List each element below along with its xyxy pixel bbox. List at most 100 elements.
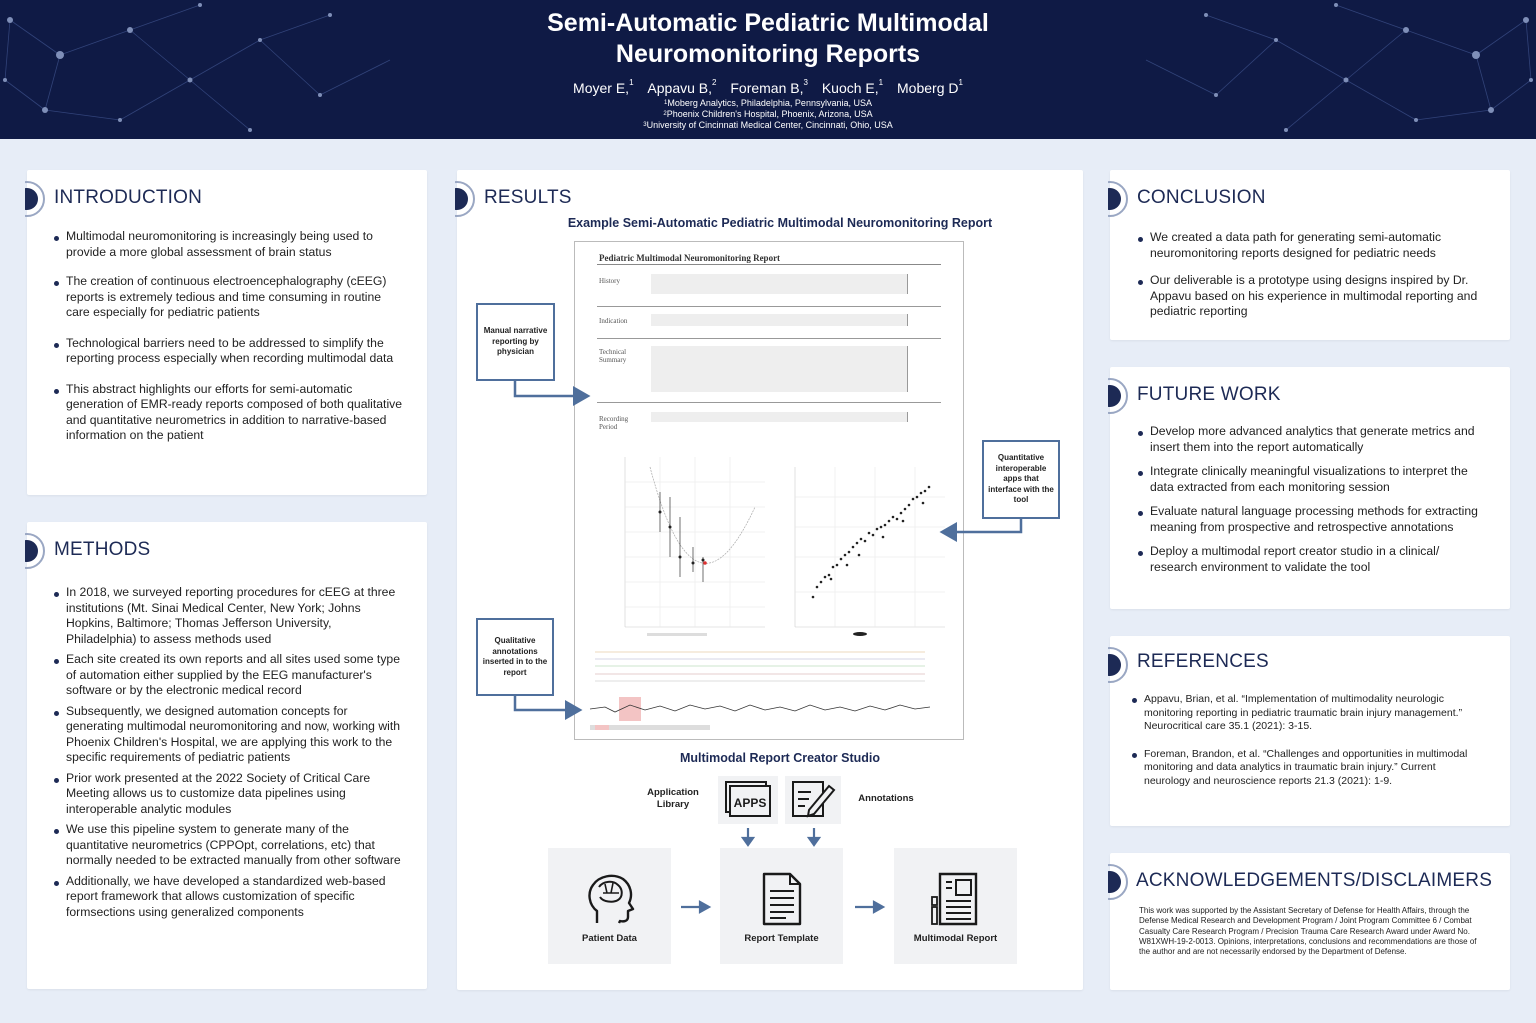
network-decoration-right <box>1145 3 1533 132</box>
methods-panel: METHODS In 2018, we surveyed reporting p… <box>25 522 427 989</box>
affiliation: 2Phoenix Children's Hospital, Phoenix, A… <box>663 109 873 119</box>
section-marker-icon <box>25 181 45 217</box>
section-title: INTRODUCTION <box>54 187 203 208</box>
report-row-label: Technical Summary <box>599 348 627 364</box>
document-icon <box>762 872 802 926</box>
bullet-list: In 2018, we surveyed reporting procedure… <box>54 585 404 920</box>
patient-data-label: Patient Data <box>582 933 637 944</box>
report-divider <box>597 338 941 339</box>
report-text-box <box>651 412 908 422</box>
introduction-panel: INTRODUCTION Multimodal neuromonitoring … <box>25 170 427 495</box>
author: Appavu B,2 <box>647 78 717 96</box>
section-title: RESULTS <box>484 187 572 208</box>
list-item: We use this pipeline system to generate … <box>54 822 404 869</box>
section-marker-icon <box>1108 864 1128 900</box>
report-title: Pediatric Multimodal Neuromonitoring Rep… <box>599 253 781 263</box>
future-work-panel: FUTURE WORK Develop more advanced analyt… <box>1108 367 1510 609</box>
list-item: We created a data path for generating se… <box>1138 230 1483 261</box>
reference-item: Appavu, Brian, et al. “Implementation of… <box>1132 693 1482 734</box>
acknowledgements-text: This work was supported by the Assistant… <box>1139 906 1477 957</box>
report-text-box <box>651 346 908 392</box>
report-text-box <box>651 274 908 294</box>
right-correlation-chart <box>794 467 945 636</box>
network-decoration-left <box>3 3 391 132</box>
report-divider <box>597 306 941 307</box>
section-marker-icon <box>25 533 45 569</box>
list-item: Evaluate natural language processing met… <box>1138 504 1483 535</box>
bullet-list: Develop more advanced analytics that gen… <box>1138 424 1483 575</box>
report-preview: Pediatric Multimodal Neuromonitoring Rep… <box>574 241 964 740</box>
title-line-1: Semi-Automatic Pediatric Multimodal <box>547 9 989 37</box>
author: Moyer E,1 <box>573 78 634 96</box>
author: Kuoch E,1 <box>821 78 884 96</box>
results-subtitle: Example Semi-Automatic Pediatric Multimo… <box>567 216 993 230</box>
bullet-list: We created a data path for generating se… <box>1138 230 1483 320</box>
list-item: Technological barriers need to be addres… <box>54 336 404 367</box>
section-marker-icon <box>455 181 475 217</box>
section-marker-icon <box>1108 378 1128 414</box>
report-template-label: Report Template <box>744 933 819 944</box>
list-item: Integrate clinically meaningful visualiz… <box>1138 464 1483 495</box>
section-title: ACKNOWLEDGEMENTS/DISCLAIMERS <box>1136 870 1493 891</box>
annotation-pen-icon <box>792 781 836 818</box>
section-marker-icon <box>1108 181 1128 217</box>
manual-callout-arrow <box>513 381 591 406</box>
report-charts-preview <box>589 457 945 730</box>
acknowledgements-panel: ACKNOWLEDGEMENTS/DISCLAIMERS This work w… <box>1108 853 1510 990</box>
author: Moberg D1 <box>897 78 963 96</box>
patient-data-tile: Patient Data <box>548 848 671 964</box>
references-panel: REFERENCES Appavu, Brian, et al. “Implem… <box>1108 636 1510 826</box>
list-item: Prior work presented at the 2022 Society… <box>54 771 404 818</box>
author-list: Moyer E,1 Appavu B,2 Foreman B,3 Kuoch E… <box>0 78 1536 96</box>
quantitative-callout-arrow <box>939 519 1023 542</box>
multimodal-report-label: Multimodal Report <box>913 933 998 944</box>
list-item: Each site created its own reports and al… <box>54 652 404 699</box>
list-item: Develop more advanced analytics that gen… <box>1138 424 1483 455</box>
studio-title: Multimodal Report Creator Studio <box>680 751 880 765</box>
report-template-tile: Report Template <box>720 848 843 964</box>
list-item: Subsequently, we designed automation con… <box>54 704 404 766</box>
multimodal-report-tile: Multimodal Report <box>894 848 1017 964</box>
report-text-box <box>651 314 908 326</box>
report-divider <box>597 402 941 403</box>
list-item: Our deliverable is a prototype using des… <box>1138 273 1483 320</box>
report-row-label: History <box>599 277 620 285</box>
qualitative-annotations-callout: Qualitative annotations inserted in to t… <box>476 618 554 696</box>
conclusion-panel: CONCLUSION We created a data path for ge… <box>1108 170 1510 340</box>
apps-icon-text: APPS <box>734 796 767 810</box>
list-item: This abstract highlights our efforts for… <box>54 382 404 444</box>
reference-list: Appavu, Brian, et al. “Implementation of… <box>1132 693 1482 802</box>
annotations-label: Annotations <box>858 793 914 804</box>
manual-narrative-callout: Manual narrative reporting by physician <box>476 303 555 381</box>
report-row-label: Recording Period <box>599 415 629 431</box>
author: Foreman B,3 <box>730 78 808 96</box>
list-item: Multimodal neuromonitoring is increasing… <box>54 229 404 260</box>
affiliations: 1Moberg Analytics, Philadelphia, Pennsyl… <box>0 98 1536 131</box>
section-title: METHODS <box>54 539 151 560</box>
poster-title: Semi-Automatic Pediatric Multimodal Neur… <box>0 8 1536 70</box>
bullet-list: Multimodal neuromonitoring is increasing… <box>54 229 404 444</box>
affiliation: 1Moberg Analytics, Philadelphia, Pennsyl… <box>664 98 872 108</box>
affiliation: 3University of Cincinnati Medical Center… <box>643 120 893 130</box>
apps-icon: APPS <box>725 781 771 817</box>
poster-header: Semi-Automatic Pediatric Multimodal Neur… <box>0 0 1536 139</box>
title-line-2: Neuromonitoring Reports <box>615 40 921 68</box>
annotation-timeline <box>595 651 925 682</box>
list-item: In 2018, we surveyed reporting procedure… <box>54 585 404 647</box>
section-title: REFERENCES <box>1137 651 1269 672</box>
quantitative-apps-callout: Quantitative interoperable apps that int… <box>982 440 1060 519</box>
reference-item: Foreman, Brandon, et al. “Challenges and… <box>1132 748 1482 789</box>
report-chart-icon <box>931 872 978 926</box>
list-item: Additionally, we have developed a standa… <box>54 874 404 921</box>
app-library-label: Application Library <box>647 787 699 810</box>
qualitative-callout-arrow <box>513 696 583 720</box>
left-scatter-chart <box>624 457 765 636</box>
report-title-bar <box>597 264 941 265</box>
eeg-trace <box>589 697 931 730</box>
section-marker-icon <box>1108 647 1128 683</box>
head-brain-icon <box>588 874 635 924</box>
list-item: Deploy a multimodal report creator studi… <box>1138 544 1483 575</box>
list-item: The creation of continuous electroenceph… <box>54 274 404 321</box>
